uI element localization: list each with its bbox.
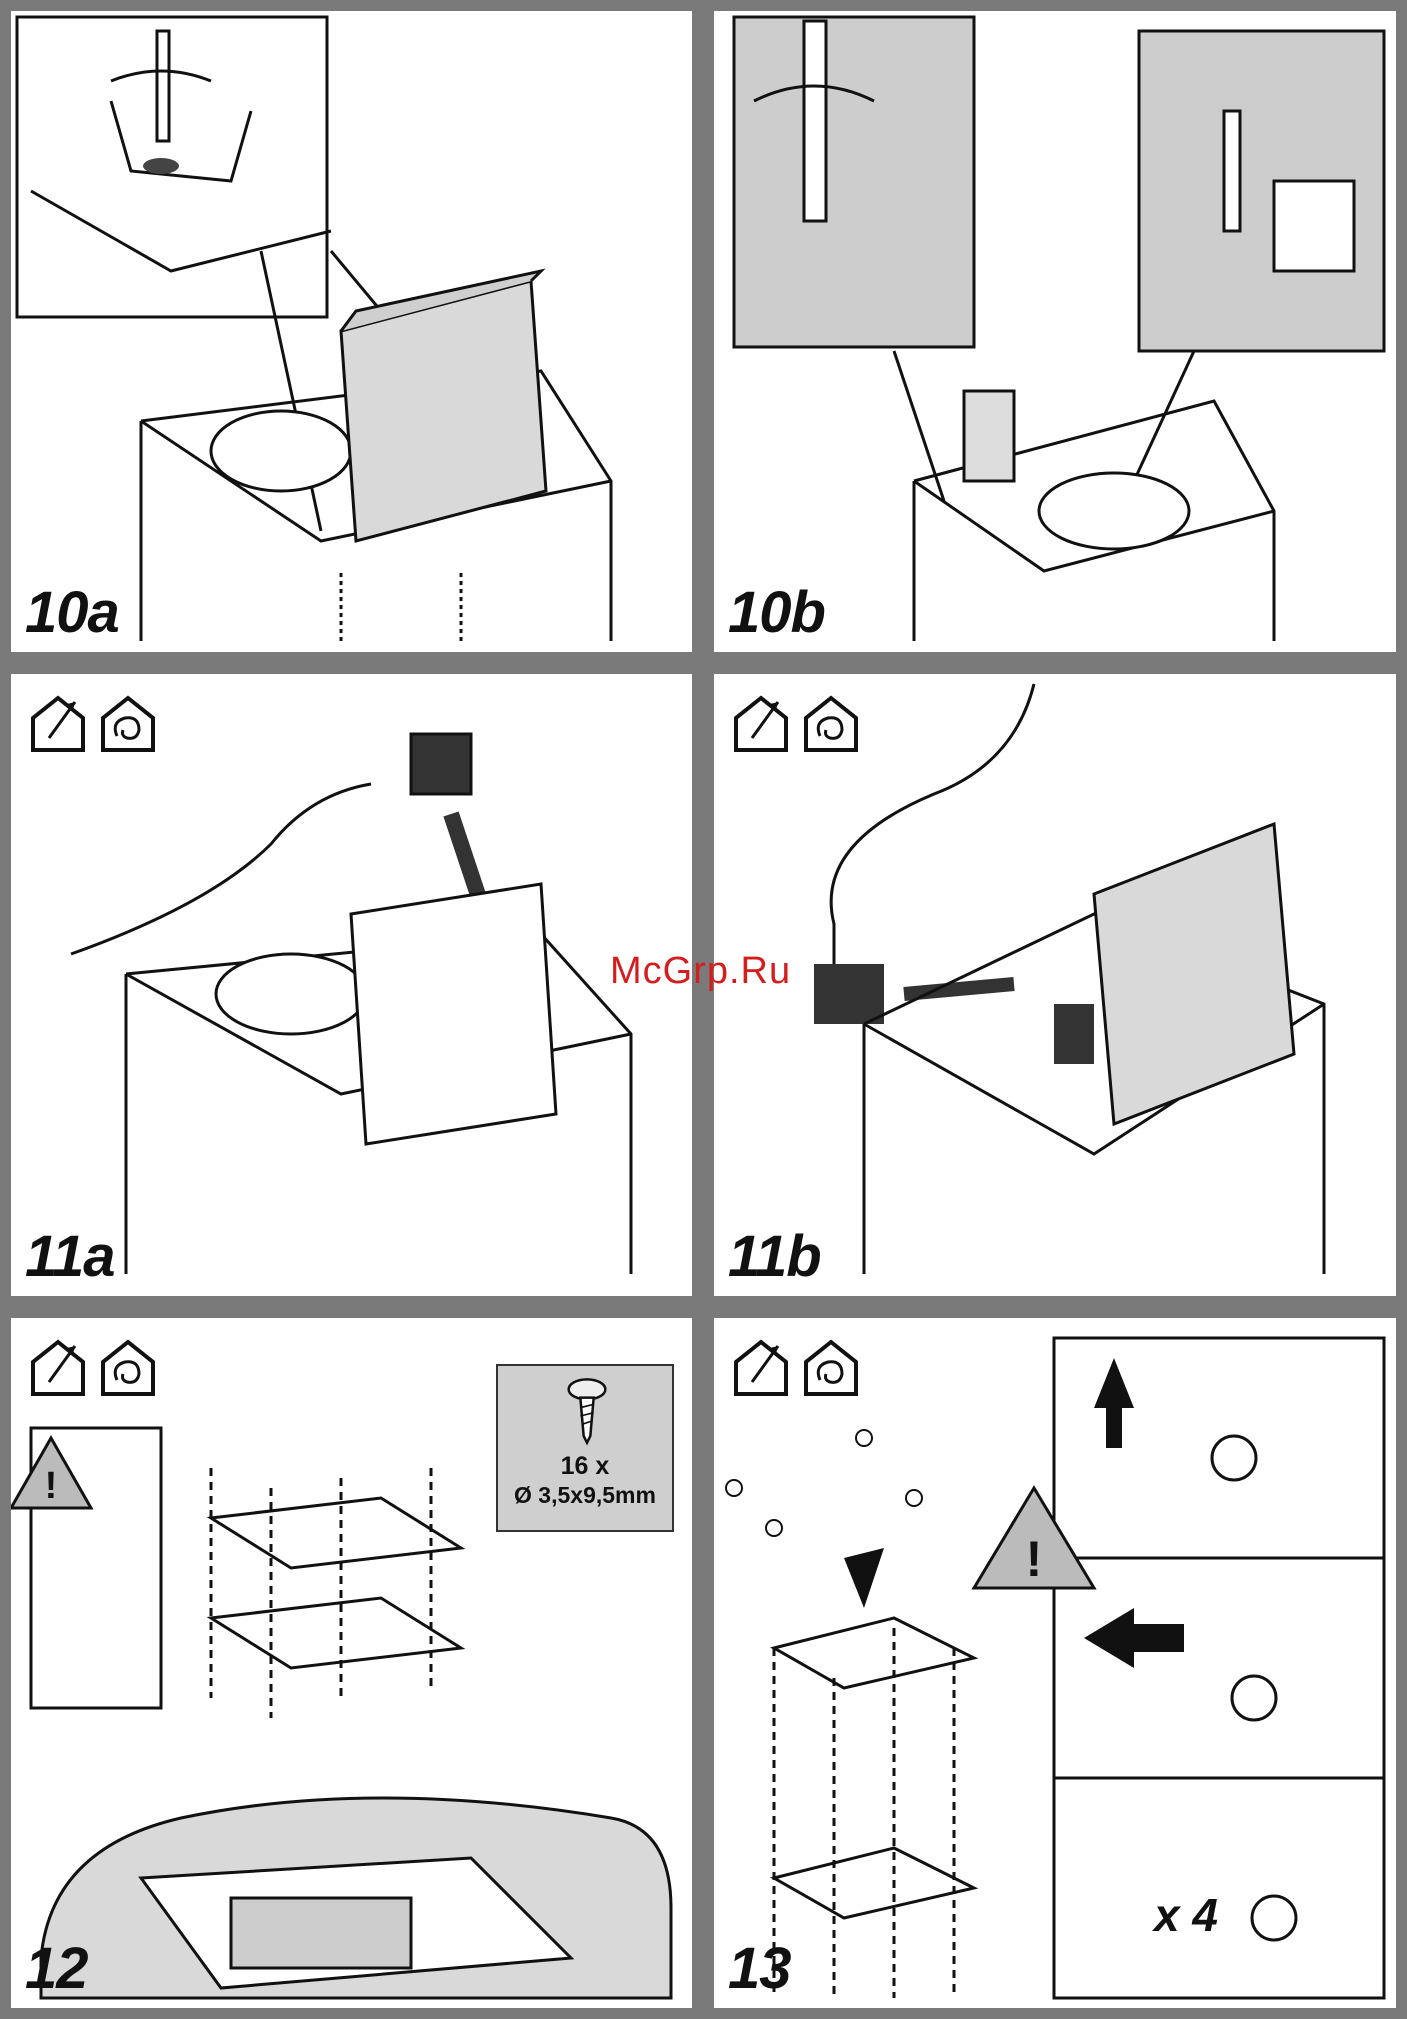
panel-12: ! 16 x Ø 3,5x9,5mm 12 [11,1318,692,2008]
panel-11a: 11a [11,674,692,1296]
watermark: McGrp.Ru [610,950,791,993]
illustration-10a [11,11,692,652]
step-number: 12 [25,1940,88,1998]
panel-10a: 10a [11,11,692,652]
screw-dimension: Ø 3,5x9,5mm [498,1482,672,1509]
illustration-10b [714,11,1396,652]
step-number: 13 [728,1940,791,1998]
illustration-13: ! [714,1318,1396,2008]
repeat-count: x 4 [1154,1888,1218,1942]
panel-13: ! x 4 13 [714,1318,1396,2008]
step-number: 11a [25,1228,114,1286]
panel-10b: 10b [714,11,1396,652]
step-number: 10b [728,584,825,642]
svg-text:!: ! [45,1465,58,1507]
screw-icon [562,1376,612,1446]
illustration-11b [714,674,1396,1296]
step-number: 11b [728,1228,821,1286]
screw-spec-box: 16 x Ø 3,5x9,5mm [496,1364,674,1532]
svg-text:!: ! [1026,1531,1043,1587]
step-number: 10a [25,584,119,642]
illustration-11a [11,674,692,1296]
panel-11b: 11b [714,674,1396,1296]
screw-quantity: 16 x [498,1452,672,1481]
